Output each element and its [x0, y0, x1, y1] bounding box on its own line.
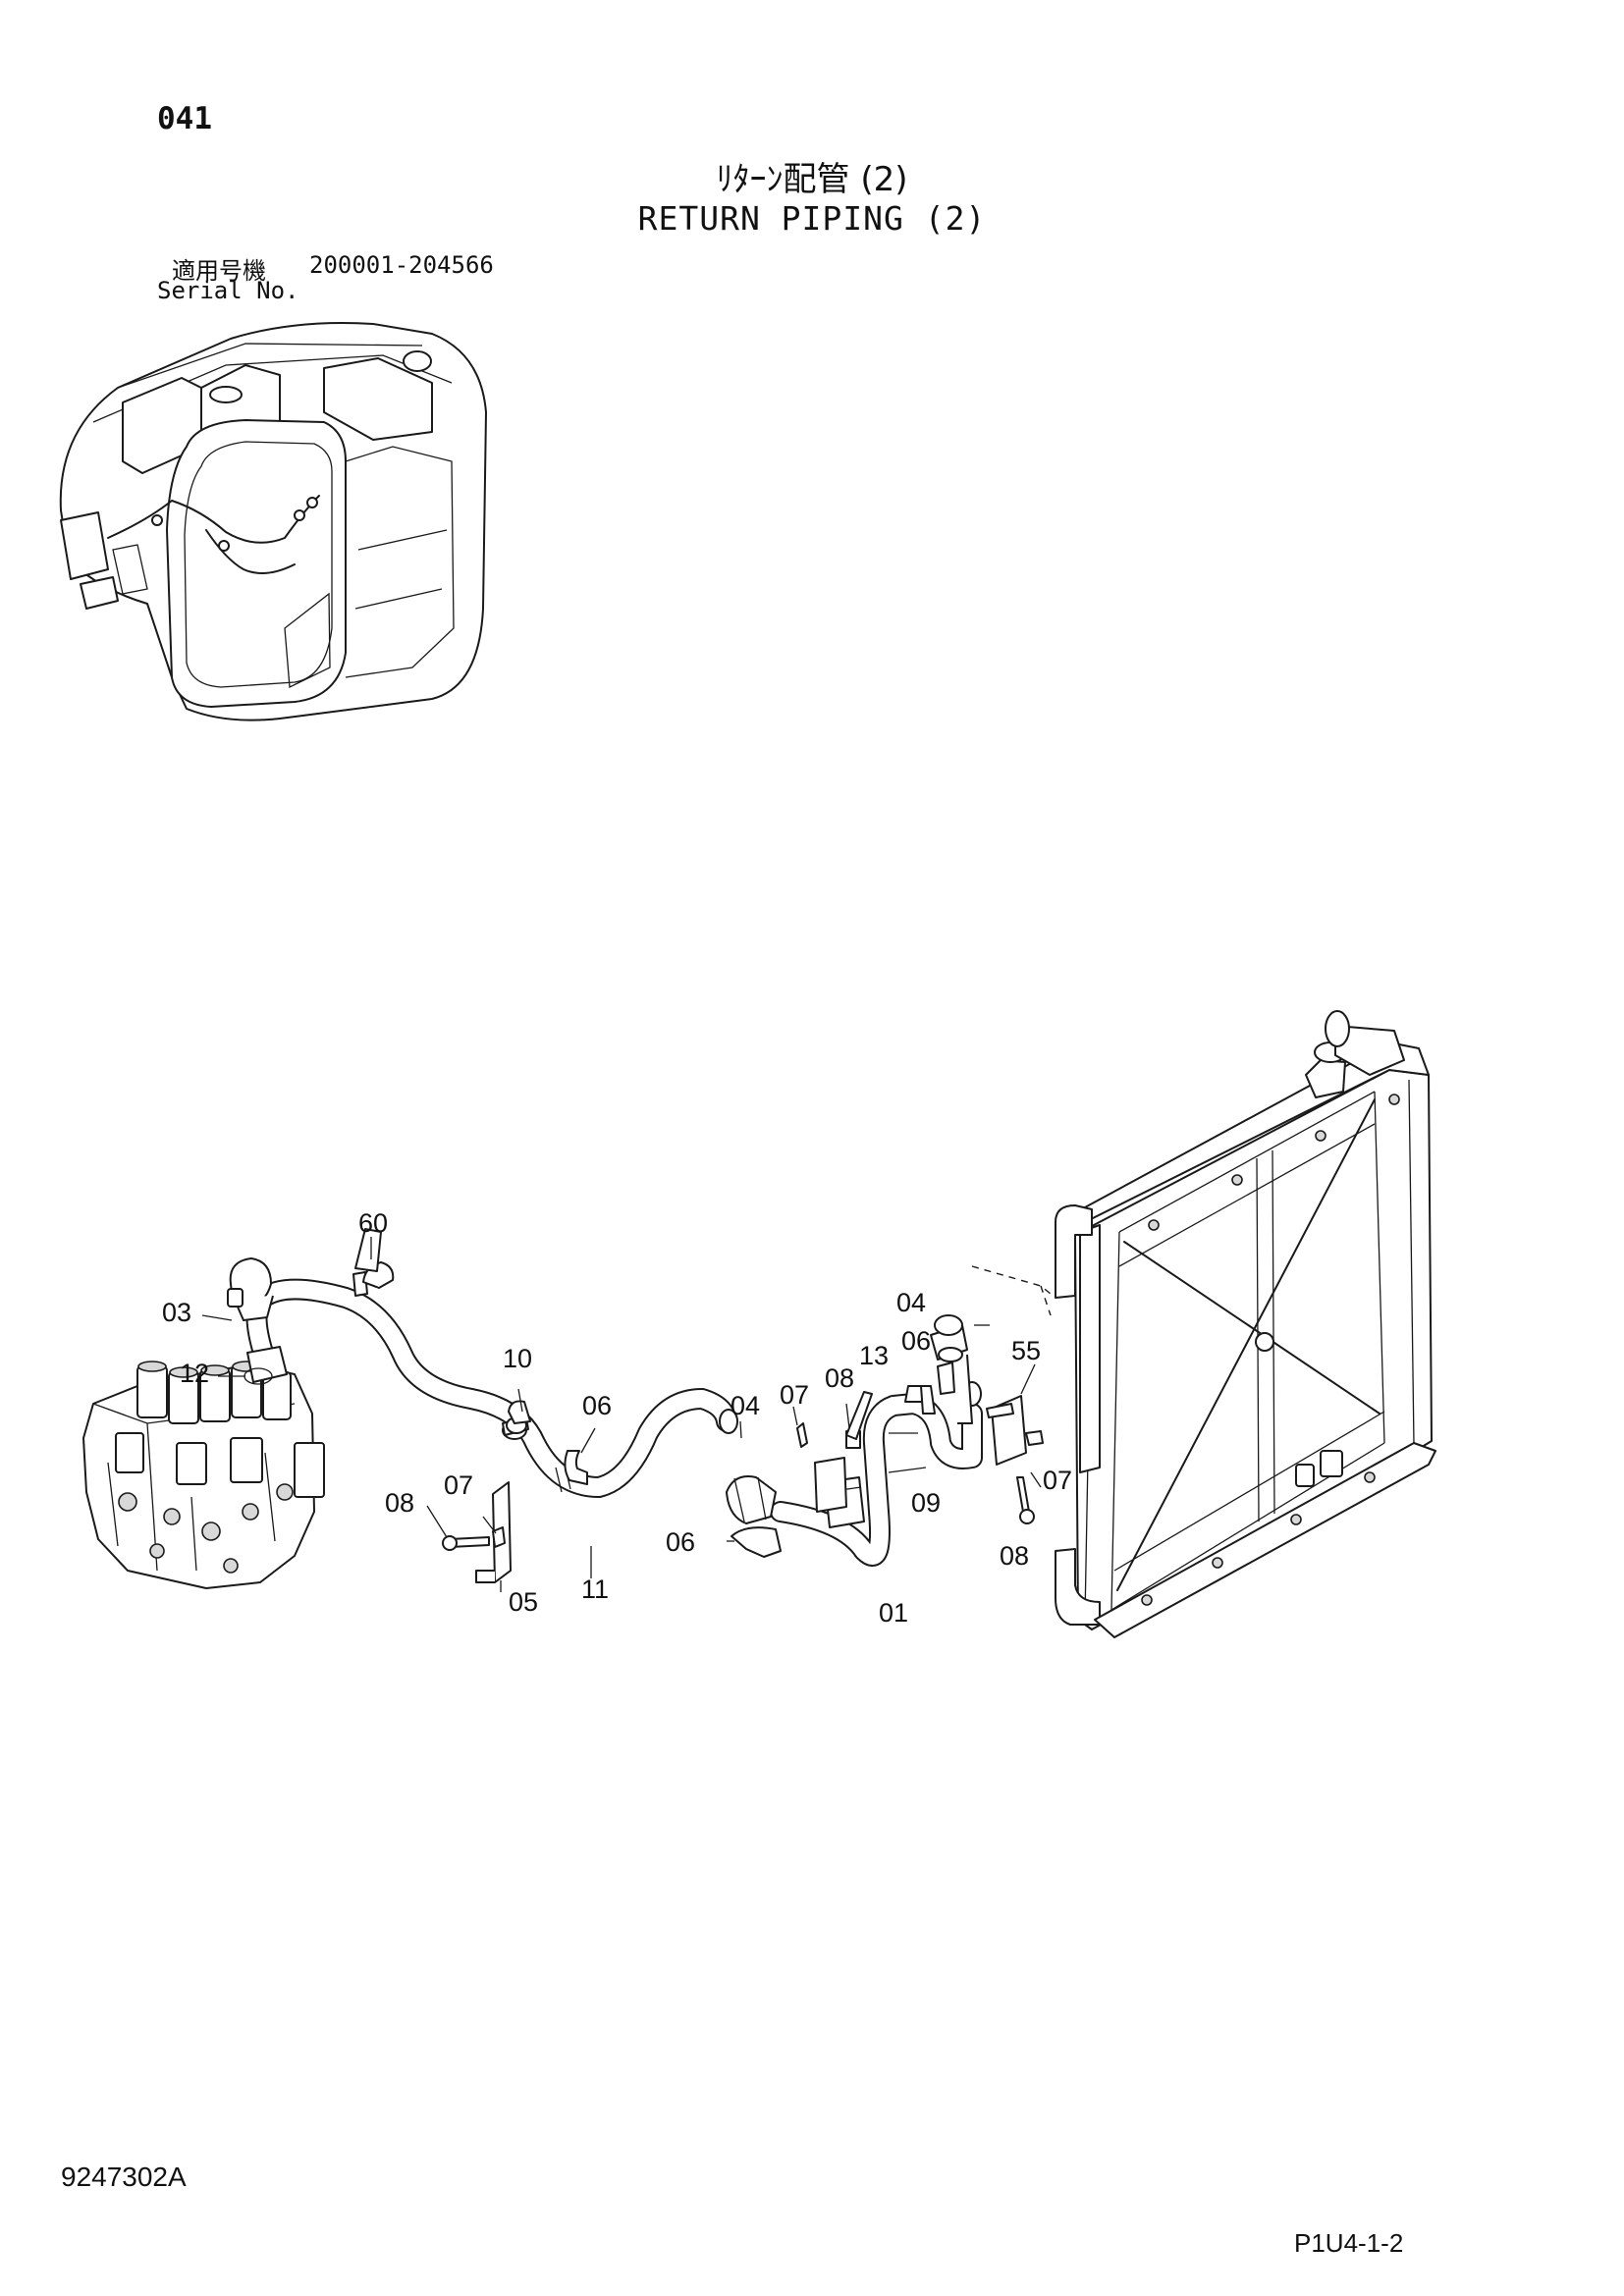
- serial-range: 200001-204566: [309, 251, 494, 279]
- machine-locator-view: [59, 322, 487, 721]
- callout-07-left: 07: [444, 1470, 473, 1500]
- oil-cooler-radiator: [971, 1010, 1436, 1638]
- callout-01: 01: [879, 1598, 908, 1628]
- leader-lines: [201, 1237, 1042, 1592]
- callout-labels: 60 03 12 10 06 08 07 05 11 04 07 08 06 0…: [162, 1208, 1072, 1628]
- serial-label-japanese: 適用号機: [172, 257, 266, 285]
- callout-07-middle: 07: [780, 1380, 809, 1410]
- callout-07-right: 07: [1043, 1466, 1072, 1495]
- callout-06-right: 06: [901, 1326, 931, 1356]
- page-title: RETURN PIPING (2): [637, 199, 987, 238]
- callout-11: 11: [581, 1575, 609, 1604]
- callout-12: 12: [180, 1359, 209, 1388]
- callout-08-middle: 08: [825, 1363, 854, 1393]
- callout-08-right: 08: [1000, 1541, 1029, 1571]
- page-number: 041: [157, 101, 212, 136]
- callout-60: 60: [358, 1208, 388, 1238]
- callout-06-left: 06: [582, 1391, 612, 1420]
- callout-06-middle: 06: [666, 1527, 695, 1557]
- callout-05: 05: [509, 1587, 538, 1617]
- callout-04-left: 04: [731, 1391, 760, 1420]
- fittings: [227, 1228, 1044, 1583]
- control-valve: [82, 1361, 325, 1589]
- drawing-number: 9247302A: [61, 2162, 187, 2192]
- callout-10: 10: [503, 1344, 532, 1373]
- callout-09: 09: [911, 1488, 941, 1518]
- serial-label: Serial No.: [157, 277, 299, 304]
- callout-13: 13: [859, 1341, 889, 1370]
- callout-55: 55: [1011, 1336, 1041, 1365]
- page-reference: P1U4-1-2: [1294, 2228, 1404, 2258]
- callout-03: 03: [162, 1298, 191, 1327]
- callout-04-right: 04: [896, 1288, 926, 1317]
- page-title-japanese: ﾘﾀｰﾝ配管 (2): [716, 160, 908, 199]
- callout-08-left: 08: [385, 1488, 414, 1518]
